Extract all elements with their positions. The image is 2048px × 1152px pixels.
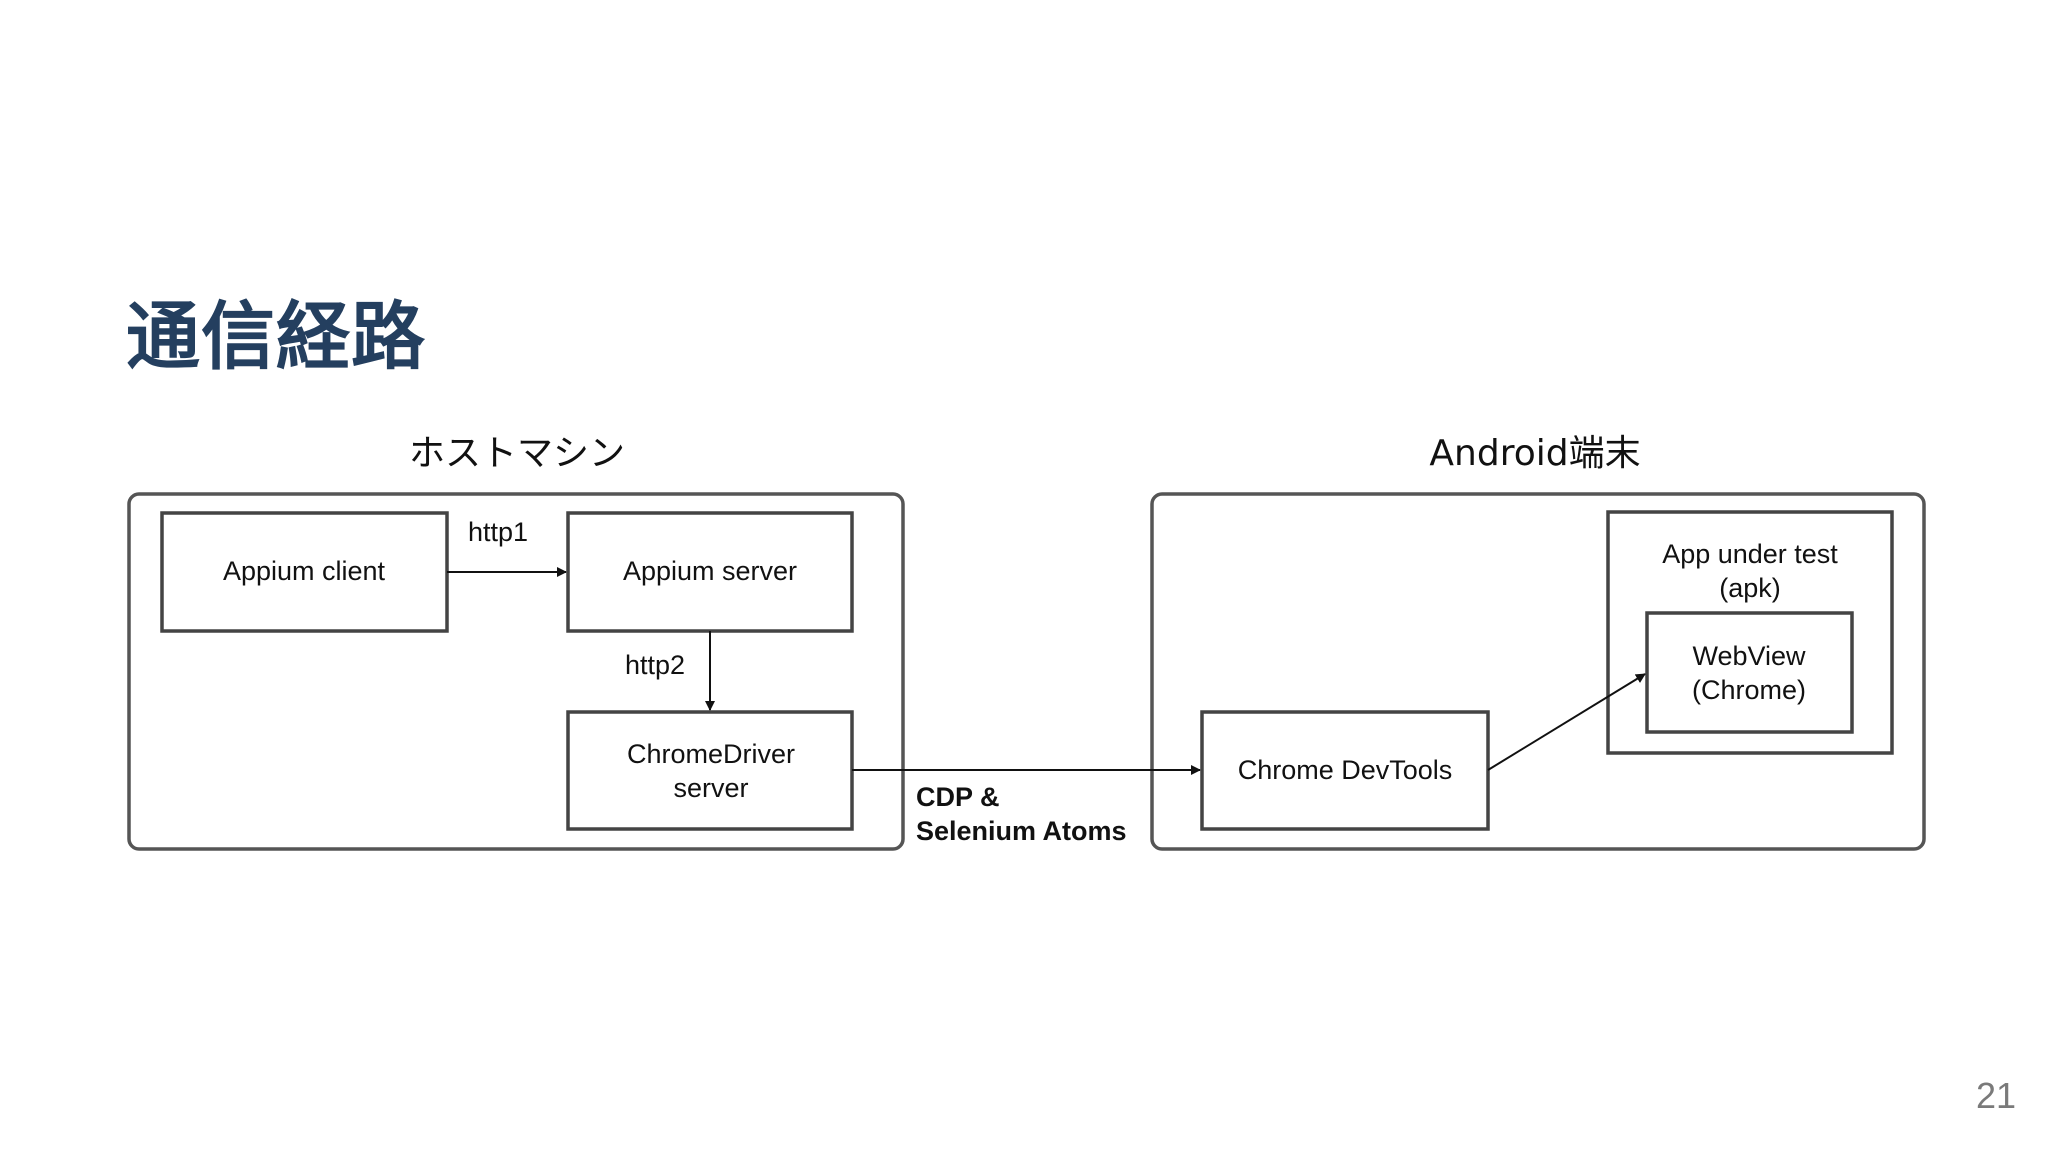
- appium-server-node: Appium server: [566, 511, 854, 633]
- appium-client-node: Appium client: [160, 511, 449, 633]
- http1-edge: http1: [447, 517, 567, 577]
- chromedriver-server-label-line2: server: [673, 773, 748, 803]
- http2-edge: http2: [625, 631, 715, 711]
- cdp-label-line2: Selenium Atoms: [916, 816, 1127, 846]
- app-under-test-label-line1: App under test: [1662, 539, 1838, 569]
- cdp-edge: CDP & Selenium Atoms: [852, 765, 1201, 846]
- host-group-box: [127, 492, 905, 851]
- host-group-label: ホストマシン: [409, 433, 625, 474]
- chromedriver-server-label-line1: ChromeDriver: [627, 739, 795, 769]
- webview-node: WebView (Chrome): [1645, 611, 1854, 734]
- page-number: 21: [1975, 1075, 2016, 1116]
- http1-label: http1: [468, 517, 528, 547]
- android-group-label: Android端末: [1429, 433, 1640, 474]
- appium-server-label: Appium server: [623, 556, 797, 586]
- chrome-devtools-node: Chrome DevTools: [1200, 710, 1490, 831]
- webview-label-line2: (Chrome): [1692, 675, 1806, 705]
- devtools-to-webview-arrow: [1487, 673, 1646, 771]
- cdp-label-line1: CDP &: [916, 782, 1000, 812]
- appium-client-label: Appium client: [223, 556, 386, 586]
- app-under-test-label-line2: (apk): [1719, 573, 1781, 603]
- webview-label-line1: WebView: [1692, 641, 1806, 671]
- chrome-devtools-label: Chrome DevTools: [1238, 755, 1453, 785]
- slide-title: 通信経路: [126, 294, 426, 380]
- android-group-box: [1150, 492, 1926, 851]
- chromedriver-server-node: ChromeDriver server: [566, 710, 854, 831]
- http2-label: http2: [625, 650, 685, 680]
